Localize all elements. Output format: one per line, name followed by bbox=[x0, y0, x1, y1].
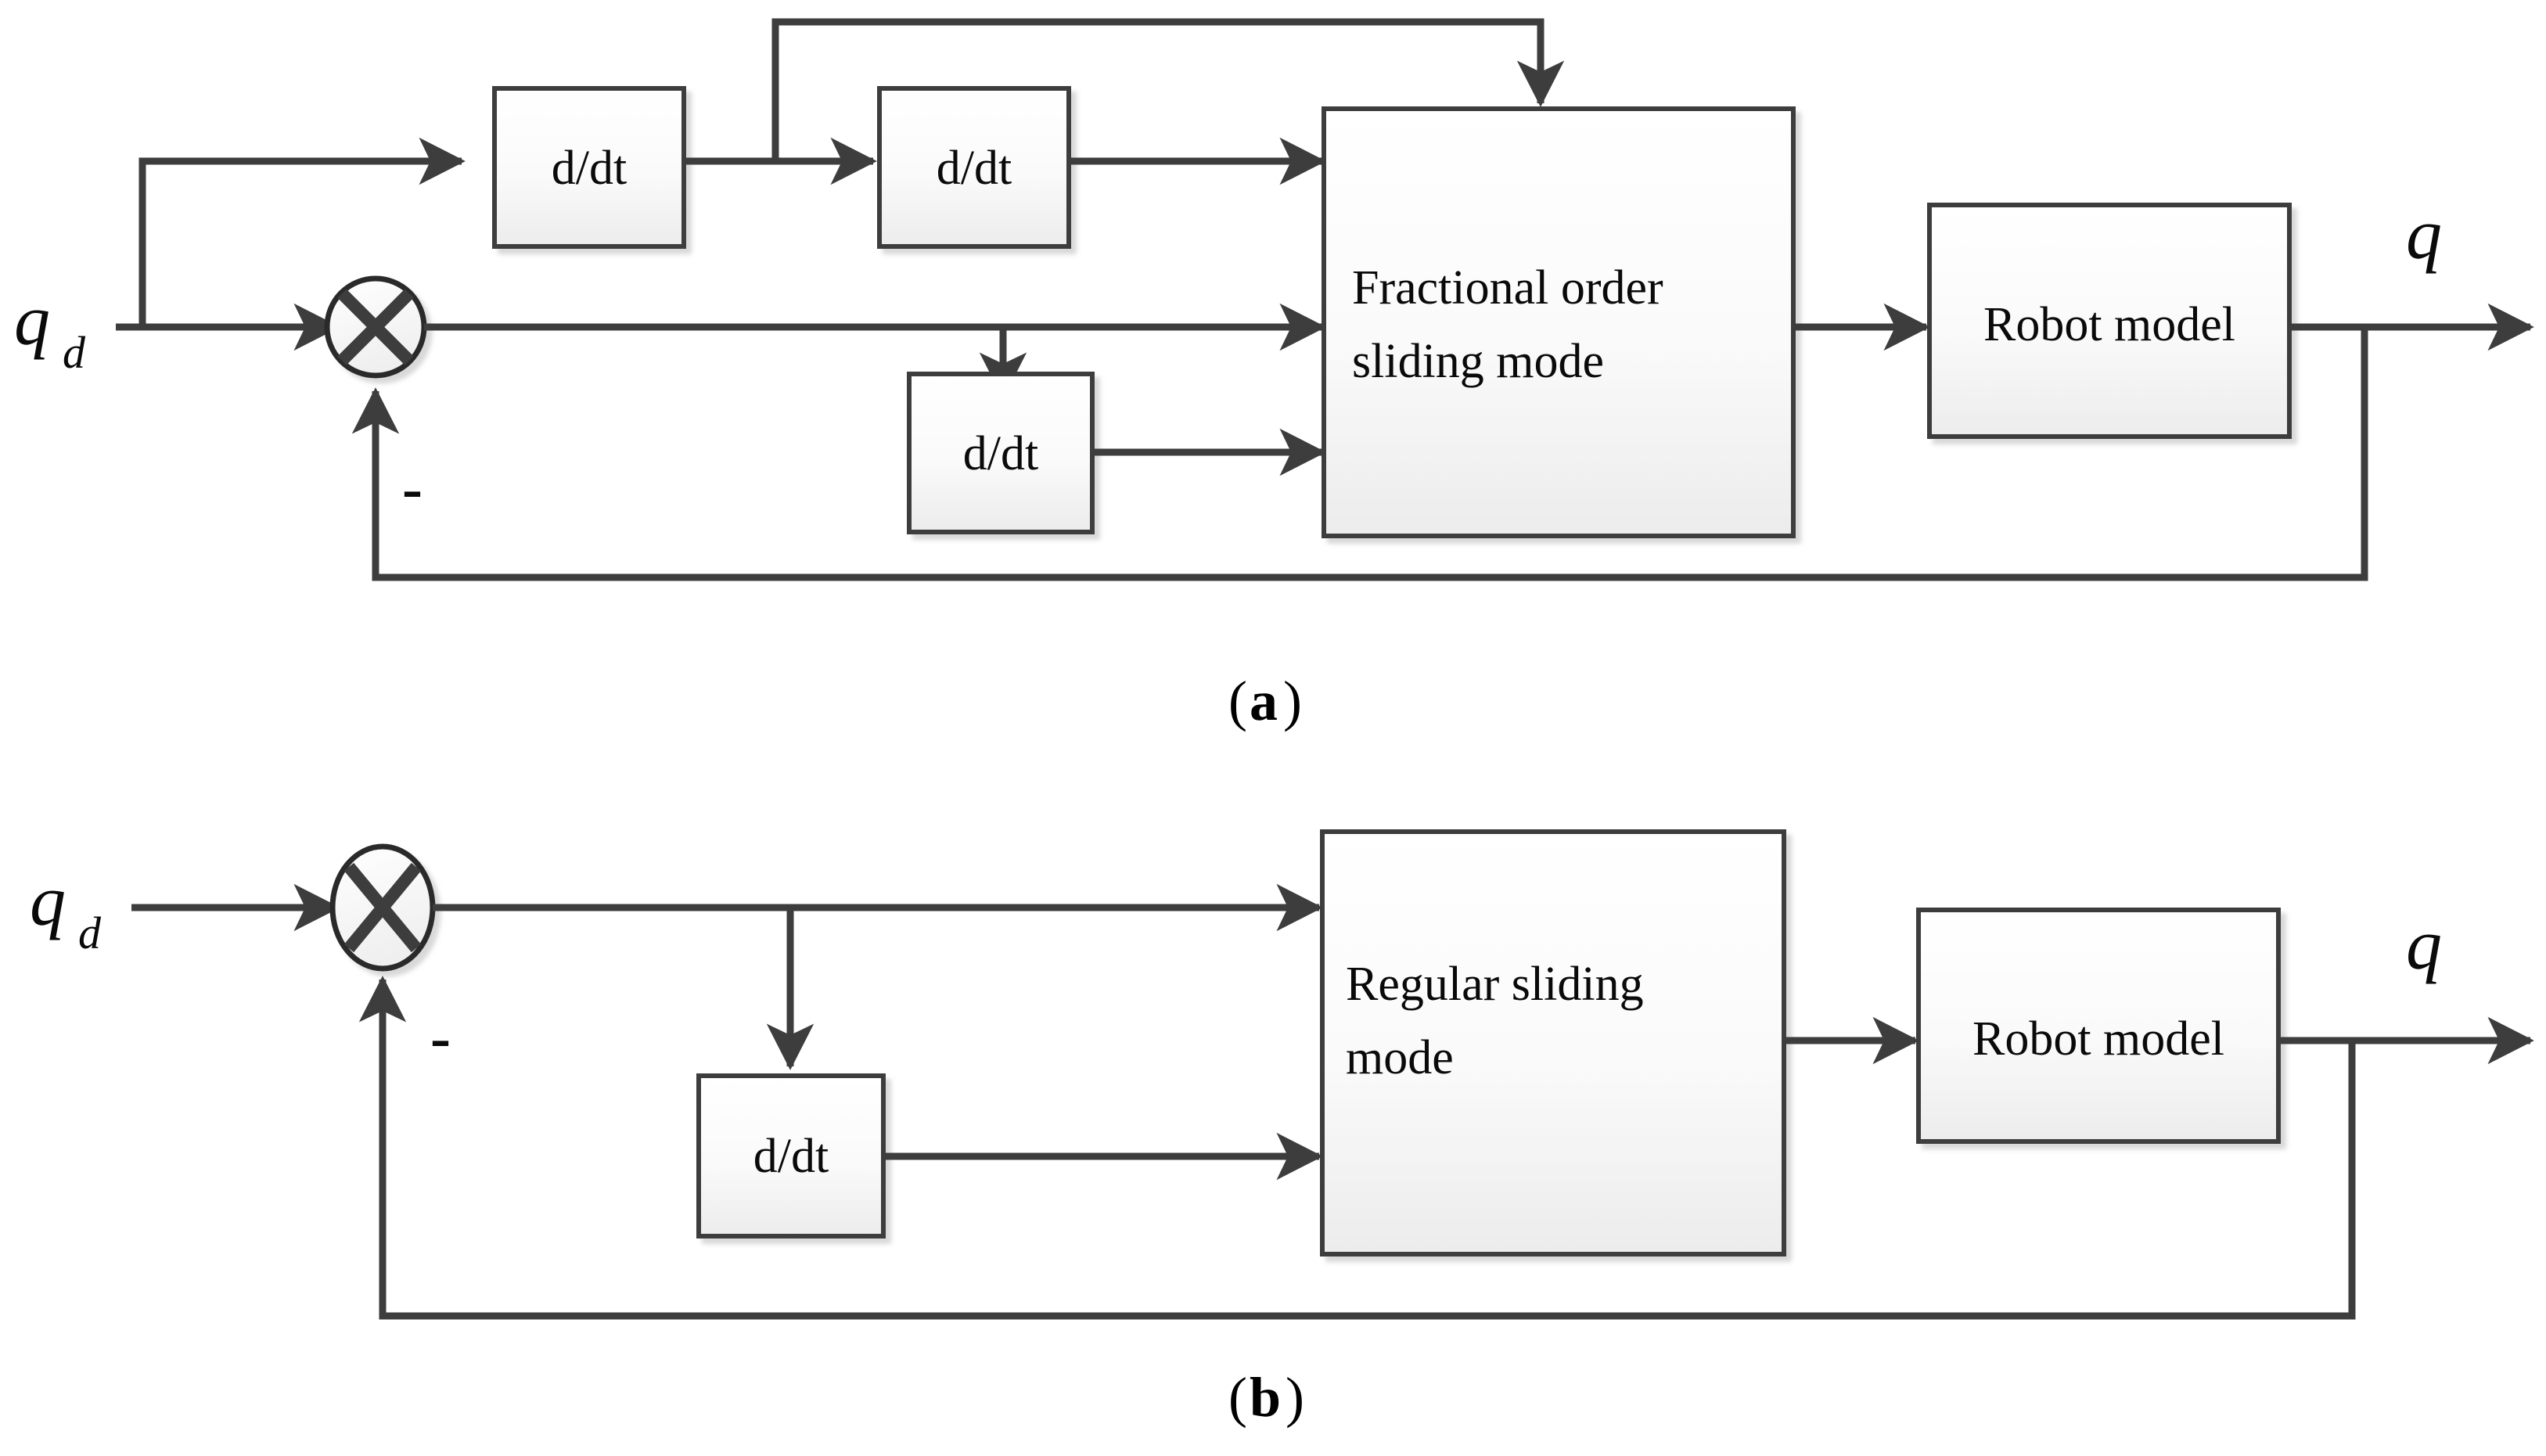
sum-junction-cross-icon-b bbox=[343, 862, 422, 953]
input-label-qd-b: q d bbox=[30, 861, 102, 958]
block-plant-label-b: Robot model bbox=[1972, 1012, 2224, 1066]
block-deriv3-rect-a bbox=[907, 372, 1095, 534]
sum-junction-cross-icon-a bbox=[337, 289, 414, 365]
block-controller-label-line1-a: Fractional order bbox=[1352, 261, 1663, 315]
caption-b: ( b ) bbox=[1228, 1366, 1304, 1429]
block-controller-label-line1-b: Regular sliding bbox=[1346, 958, 1644, 1011]
wire-qd-branch-to-deriv1-a bbox=[138, 137, 466, 327]
block-plant-rect-b bbox=[1916, 908, 2281, 1144]
input-label-q-b: q bbox=[30, 861, 66, 940]
output-label-q-b: q bbox=[2406, 904, 2442, 984]
block-deriv1-rect-a bbox=[492, 86, 686, 249]
block-deriv1-a: d/dt bbox=[492, 86, 686, 249]
diagram-a: q d d/dt d/dt bbox=[14, 18, 2534, 732]
block-deriv3-a: d/dt bbox=[907, 372, 1095, 534]
block-controller-rect-b bbox=[1320, 829, 1786, 1256]
input-label-sub-b: d bbox=[78, 908, 102, 958]
block-deriv1-label-a: d/dt bbox=[552, 142, 627, 195]
block-plant-b: Robot model bbox=[1916, 908, 2281, 1144]
block-deriv2-rect-a bbox=[877, 86, 1071, 249]
block-plant-rect-a bbox=[1927, 203, 2292, 439]
diagram-b: q d d/dt Regular sliding mode bbox=[30, 829, 2534, 1429]
wire-deriv1-branch-top-to-controller-a bbox=[771, 18, 1565, 161]
block-deriv3-label-a: d/dt bbox=[963, 427, 1038, 480]
block-controller-rect-a bbox=[1322, 106, 1796, 538]
block-controller-b: Regular sliding mode bbox=[1320, 829, 1786, 1256]
block-deriv1-b: d/dt bbox=[696, 1073, 886, 1238]
input-label-q-a: q bbox=[14, 280, 50, 360]
input-label-qd-a: q d bbox=[14, 280, 86, 378]
block-controller-label-line2-a: sliding mode bbox=[1352, 335, 1604, 388]
block-deriv1-rect-b bbox=[696, 1073, 886, 1238]
input-label-sub-a: d bbox=[63, 327, 86, 378]
block-deriv2-label-a: d/dt bbox=[937, 142, 1012, 195]
minus-sign-b: - bbox=[430, 1003, 451, 1071]
caption-a-letter: a bbox=[1250, 670, 1278, 732]
caption-b-letter: b bbox=[1250, 1366, 1281, 1429]
block-plant-a: Robot model bbox=[1927, 203, 2292, 439]
block-controller-a: Fractional order sliding mode bbox=[1322, 106, 1796, 538]
minus-sign-a: - bbox=[402, 454, 423, 522]
block-deriv2-a: d/dt bbox=[877, 86, 1071, 249]
block-plant-label-a: Robot model bbox=[1983, 298, 2235, 351]
sum-junction-a bbox=[324, 275, 427, 379]
caption-b-close: ) bbox=[1286, 1366, 1304, 1429]
caption-a-open: ( bbox=[1228, 670, 1247, 732]
caption-b-open: ( bbox=[1228, 1366, 1247, 1429]
output-label-q-a: q bbox=[2406, 194, 2442, 274]
block-controller-label-line2-b: mode bbox=[1346, 1031, 1454, 1084]
block-deriv1-label-b: d/dt bbox=[753, 1130, 829, 1183]
caption-a-close: ) bbox=[1283, 670, 1302, 732]
wire-feedback-b bbox=[358, 976, 2356, 1320]
caption-a: ( a ) bbox=[1228, 670, 1302, 732]
wire-feedback-a bbox=[351, 327, 2368, 581]
sum-junction-b bbox=[329, 843, 436, 972]
